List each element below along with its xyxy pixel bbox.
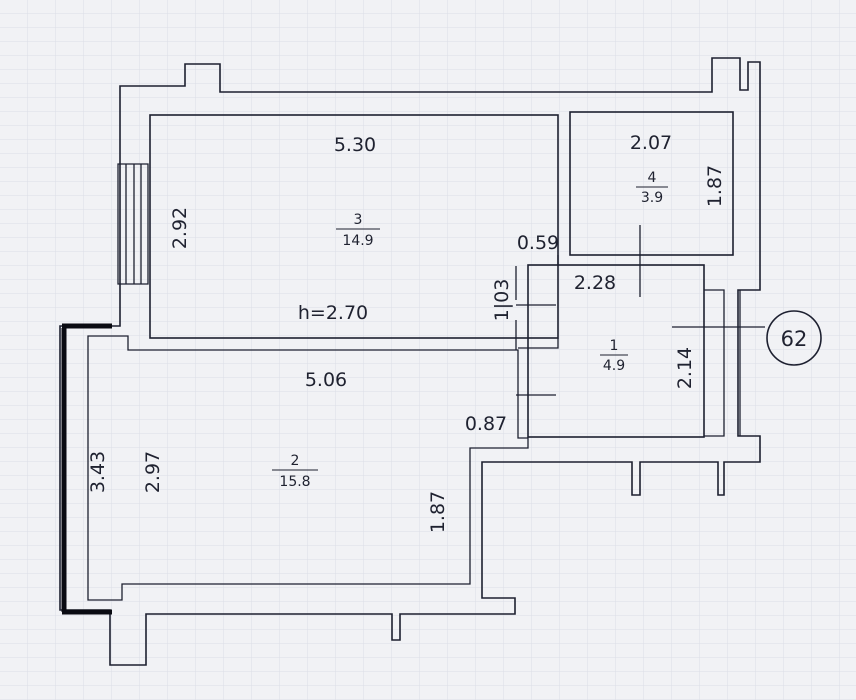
room-3-outline bbox=[149, 114, 559, 339]
hall-offset-label: 0.59 bbox=[517, 232, 559, 254]
hall-width-label: 2.28 bbox=[574, 272, 616, 294]
room-3-area: 14.9 bbox=[342, 233, 373, 249]
room-4-number: 4 bbox=[648, 170, 657, 186]
hall-depth-label: 2.14 bbox=[674, 347, 696, 389]
room-3-width-label: 5.30 bbox=[334, 134, 376, 156]
room-1-outline bbox=[527, 264, 705, 438]
ceiling-height-label: h=2.70 bbox=[298, 302, 368, 324]
room-2-depth-label: 2.97 bbox=[142, 451, 164, 493]
room-2-number: 2 bbox=[291, 453, 300, 469]
room-4-width-label: 2.07 bbox=[630, 132, 672, 154]
room-2-offset-label: 0.87 bbox=[465, 413, 507, 435]
room-3-window bbox=[117, 163, 149, 285]
room-2-width-label: 5.06 bbox=[305, 369, 347, 391]
room-3-depth-label: 2.92 bbox=[169, 207, 191, 249]
room-2-area: 15.8 bbox=[279, 474, 310, 490]
room-4-depth-label: 1.87 bbox=[704, 165, 726, 207]
door-marks bbox=[516, 225, 765, 396]
apartment-number-circle bbox=[766, 310, 822, 366]
room-4-area: 3.9 bbox=[641, 190, 663, 206]
hall-side-label: 1|03 bbox=[491, 279, 513, 322]
apartment-number: 62 bbox=[781, 327, 808, 351]
room-2-side-label: 1.87 bbox=[427, 491, 449, 533]
room-4-outline bbox=[569, 111, 734, 256]
room-1-number: 1 bbox=[610, 338, 619, 354]
room-1-area: 4.9 bbox=[603, 358, 625, 374]
room-2-inner-wall bbox=[87, 335, 529, 601]
partition-walls bbox=[515, 255, 741, 437]
outer-wall bbox=[59, 57, 761, 666]
room-3-number: 3 bbox=[354, 212, 363, 228]
balcony-length-label: 3.43 bbox=[87, 451, 109, 493]
